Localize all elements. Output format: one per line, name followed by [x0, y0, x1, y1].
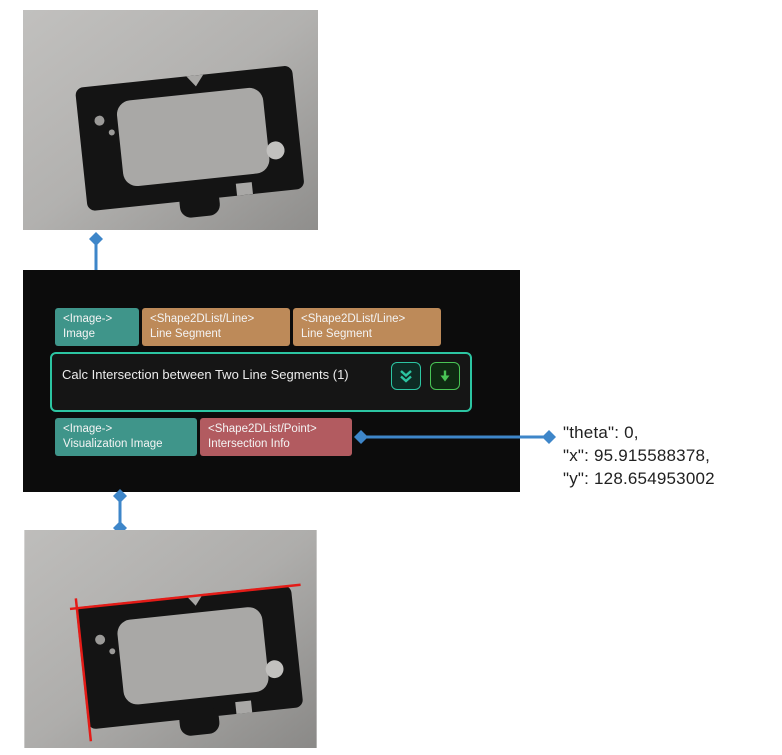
bracket-shape — [69, 583, 303, 742]
output-port-intersection-info[interactable]: <Shape2DList/Point> Intersection Info — [200, 418, 352, 456]
intersection-result-text: "theta": 0, "x": 95.915588378, "y": 128.… — [563, 421, 778, 490]
arrow-down-icon — [440, 370, 450, 382]
double-chevron-down-icon — [400, 370, 412, 383]
port-label: Visualization Image — [63, 438, 163, 450]
bracket-photo-visualization — [24, 530, 317, 748]
step-node[interactable]: Calc Intersection between Two Line Segme… — [50, 352, 472, 412]
port-type: <Shape2DList/Line> — [301, 313, 406, 325]
collapse-button[interactable] — [391, 362, 421, 390]
port-type: <Image-> — [63, 313, 113, 325]
port-label: Line Segment — [301, 328, 372, 340]
result-line-x: "x": 95.915588378, — [563, 446, 711, 465]
input-image-preview — [23, 10, 318, 230]
port-type: <Shape2DList/Point> — [208, 423, 317, 435]
input-port-line-segment-1[interactable]: <Shape2DList/Line> Line Segment — [142, 308, 290, 346]
port-label: Intersection Info — [208, 438, 290, 450]
port-label: Image — [63, 328, 95, 340]
visualization-image-preview — [23, 530, 318, 748]
step-node-buttons — [382, 362, 460, 390]
result-line-theta: "theta": 0, — [563, 423, 639, 442]
connector-endpoint-diamond — [113, 489, 127, 503]
detected-line-overlay-top — [69, 583, 301, 611]
bracket-shape — [75, 66, 304, 218]
step-node-title: Calc Intersection between Two Line Segme… — [62, 367, 349, 382]
run-step-button[interactable] — [430, 362, 460, 390]
input-port-line-segment-2[interactable]: <Shape2DList/Line> Line Segment — [293, 308, 441, 346]
connector-endpoint-diamond — [542, 430, 556, 444]
port-label: Line Segment — [150, 328, 221, 340]
connector-intersection-info-to-text — [354, 430, 556, 444]
input-port-image[interactable]: <Image-> Image — [55, 308, 139, 346]
connector-endpoint-diamond — [89, 232, 103, 246]
bracket-photo — [23, 10, 318, 230]
port-type: <Shape2DList/Line> — [150, 313, 255, 325]
port-type: <Image-> — [63, 423, 113, 435]
detected-line-overlay-left — [74, 598, 93, 742]
connector-endpoint-diamond — [354, 430, 368, 444]
node-graph-panel: <Image-> Image <Shape2DList/Line> Line S… — [23, 270, 520, 492]
result-line-y: "y": 128.654953002 — [563, 469, 715, 488]
output-port-visualization-image[interactable]: <Image-> Visualization Image — [55, 418, 197, 456]
